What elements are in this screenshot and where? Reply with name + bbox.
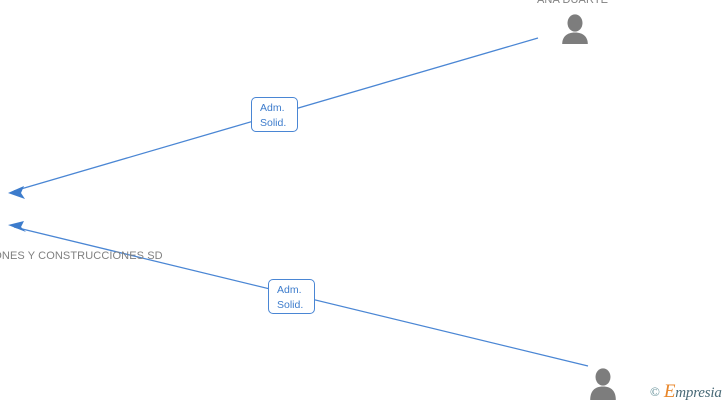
brand-logo: Empresia (664, 381, 722, 400)
edge-label-line-1: Adm. (260, 102, 285, 114)
brand-name: mpresia (675, 385, 722, 400)
edge-label-line-1: Adm. (277, 284, 302, 296)
node-label-left[interactable]: PROMOCIONES Y CONSTRUCCIONES SD (0, 250, 163, 262)
edge-label-box[interactable]: Adm. Solid. (268, 279, 315, 314)
brand-initial: E (663, 381, 676, 400)
watermark: © Empresia (650, 381, 722, 400)
edge-label-line-2: Solid. (260, 117, 287, 129)
edge-arrowhead-2 (8, 221, 26, 232)
edge-label-line-2: Solid. (277, 299, 304, 311)
node-label-top[interactable]: ANA DUARTE (537, 0, 609, 6)
person-icon[interactable] (558, 14, 592, 49)
person-icon[interactable] (586, 368, 620, 400)
copyright-icon: © (650, 384, 660, 399)
edge-arrowhead-1 (8, 186, 25, 199)
edge-label-box[interactable]: Adm. Solid. (251, 97, 298, 132)
